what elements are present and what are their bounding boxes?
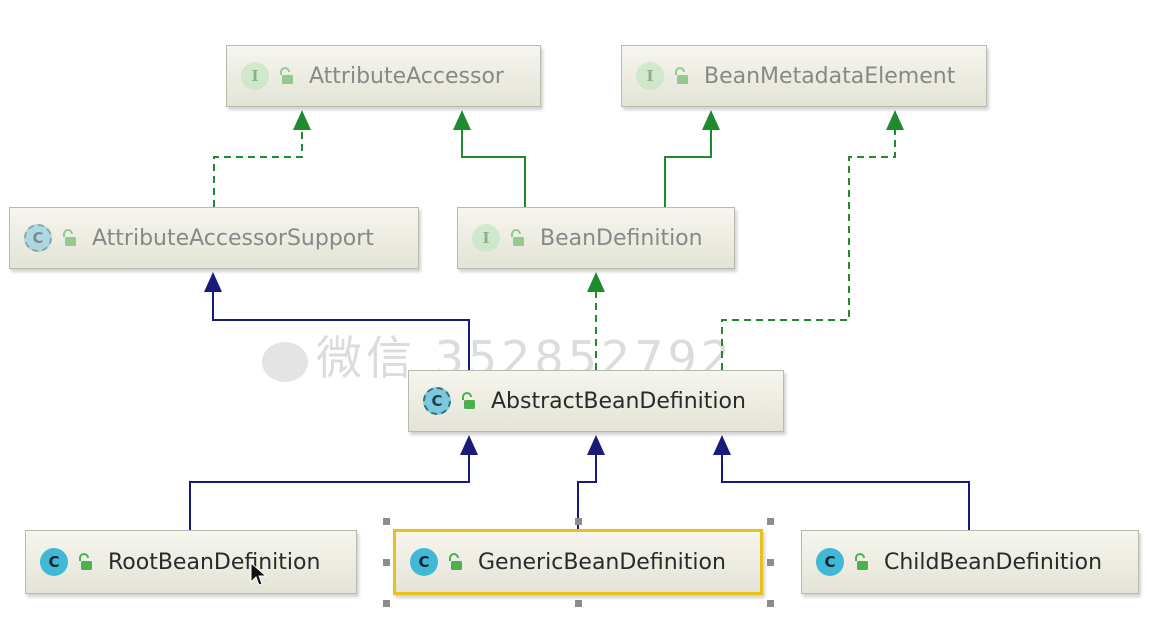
arrowhead-beandef <box>587 272 605 292</box>
extends-line-root-to-abstract <box>189 453 470 530</box>
unlocked-visibility-icon <box>855 553 868 570</box>
arrowhead-abstract-left <box>460 435 478 455</box>
extends-line-child-to-abstract <box>721 453 970 530</box>
extends-line-beandef-to-metadata <box>664 128 712 207</box>
node-label: GenericBeanDefinition <box>478 549 726 575</box>
node-attribute-accessor-support[interactable]: C AttributeAccessorSupport <box>9 207 419 269</box>
class-icon: C <box>816 548 844 576</box>
arrowhead-accessor-right <box>453 110 471 130</box>
node-attribute-accessor[interactable]: I AttributeAccessor <box>226 45 541 107</box>
arrowhead-metadata-right <box>886 110 904 130</box>
interface-icon: I <box>636 62 664 90</box>
extends-line-abstract-to-support <box>212 290 470 370</box>
unlocked-visibility-icon <box>280 67 293 84</box>
node-label: ChildBeanDefinition <box>884 549 1103 575</box>
selection-handle-bottom-right[interactable] <box>767 600 774 607</box>
implements-line-abstract-to-metadata <box>721 128 896 370</box>
node-bean-definition[interactable]: I BeanDefinition <box>457 207 735 269</box>
arrowhead-metadata-left <box>702 110 720 130</box>
interface-icon: I <box>472 224 500 252</box>
wechat-watermark-icon <box>262 341 308 382</box>
selection-handle-top-center[interactable] <box>575 518 582 525</box>
extends-line-beandef-to-accessor <box>461 128 526 207</box>
arrowhead-accessor-left <box>293 110 311 130</box>
selection-handle-top-left[interactable] <box>383 518 390 525</box>
node-label: AttributeAccessor <box>309 63 504 89</box>
extends-line-generic-to-abstract <box>577 453 597 530</box>
node-bean-metadata-element[interactable]: I BeanMetadataElement <box>621 45 987 107</box>
selection-handle-top-right[interactable] <box>767 518 774 525</box>
abstract-class-icon: C <box>423 387 451 415</box>
arrowhead-abstract-right <box>713 435 731 455</box>
node-generic-bean-definition[interactable]: C GenericBeanDefinition <box>393 529 763 595</box>
selection-handle-bottom-left[interactable] <box>383 600 390 607</box>
node-root-bean-definition[interactable]: C RootBeanDefinition <box>25 530 357 594</box>
unlocked-visibility-icon <box>79 553 92 570</box>
selection-handle-middle-right[interactable] <box>767 559 774 566</box>
unlocked-visibility-icon <box>511 229 524 246</box>
unlocked-visibility-icon <box>462 392 475 409</box>
node-label: RootBeanDefinition <box>108 549 321 575</box>
node-child-bean-definition[interactable]: C ChildBeanDefinition <box>801 530 1139 594</box>
node-label: AttributeAccessorSupport <box>92 225 374 251</box>
mouse-pointer-icon <box>250 562 268 586</box>
selection-handle-bottom-center[interactable] <box>575 600 582 607</box>
arrowhead-support <box>204 272 222 292</box>
selection-handle-middle-left[interactable] <box>383 559 390 566</box>
unlocked-visibility-icon <box>449 553 462 570</box>
arrowhead-abstract-center <box>587 435 605 455</box>
class-icon: C <box>40 548 68 576</box>
node-abstract-bean-definition[interactable]: C AbstractBeanDefinition <box>408 370 784 432</box>
node-label: BeanMetadataElement <box>704 63 956 89</box>
unlocked-visibility-icon <box>63 229 76 246</box>
node-label: AbstractBeanDefinition <box>491 388 746 414</box>
abstract-class-icon: C <box>24 224 52 252</box>
interface-icon: I <box>241 62 269 90</box>
node-label: BeanDefinition <box>540 225 703 251</box>
class-icon: C <box>410 548 438 576</box>
implements-line-support-to-accessor <box>213 128 303 207</box>
unlocked-visibility-icon <box>675 67 688 84</box>
